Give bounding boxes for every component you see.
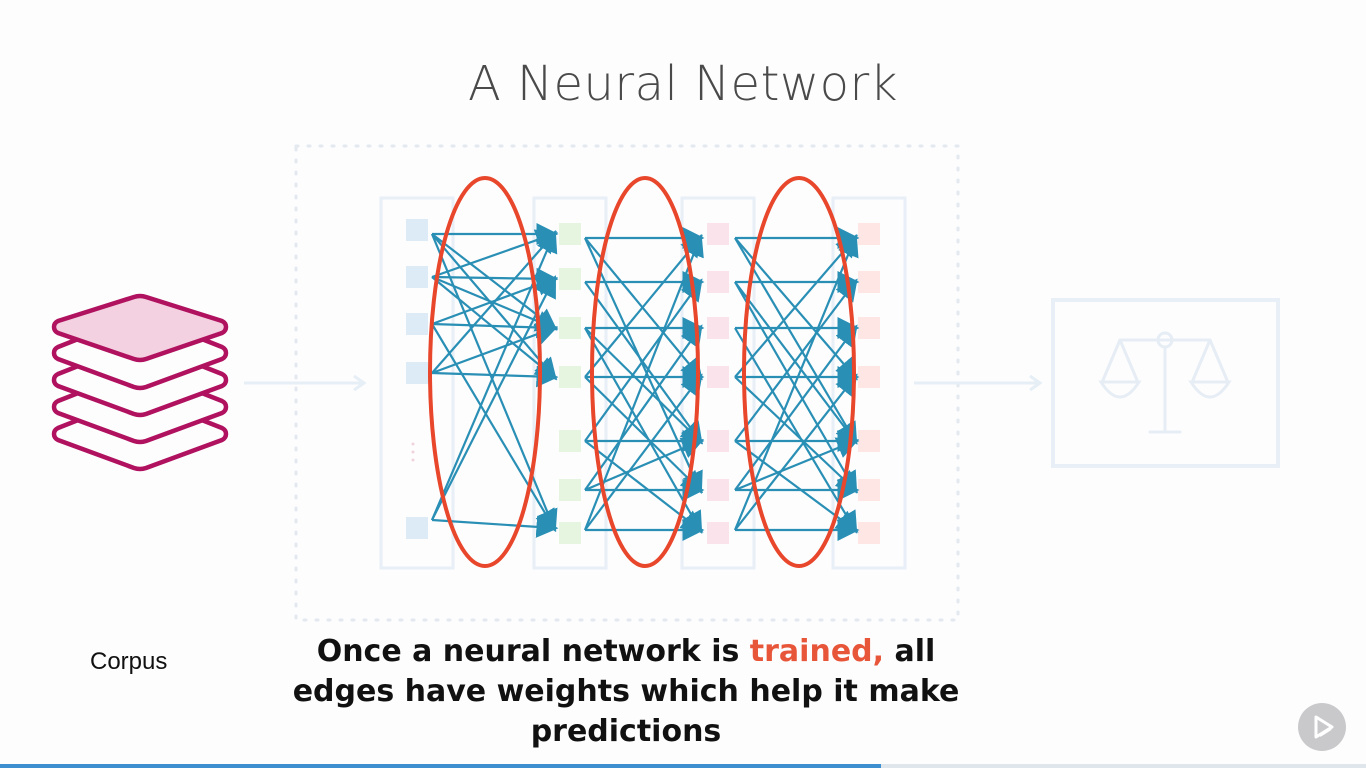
flow-arrow-right bbox=[914, 374, 1043, 392]
edge-1-10 bbox=[431, 316, 559, 339]
edge-1-3 bbox=[431, 233, 557, 381]
node-output-5 bbox=[858, 430, 880, 452]
node-hidden-1-2 bbox=[559, 268, 581, 290]
caption: Once a neural network is trained, all ed… bbox=[266, 632, 986, 752]
edge-3-8 bbox=[734, 234, 858, 378]
edge-group-ellipse-2 bbox=[590, 176, 700, 568]
node-output-1 bbox=[858, 223, 880, 245]
edge-2-11 bbox=[584, 278, 703, 442]
node-input-4 bbox=[406, 362, 428, 384]
edge-1-4 bbox=[430, 233, 558, 533]
edge-2-8 bbox=[584, 234, 703, 378]
edge-3-3 bbox=[734, 237, 858, 445]
flow-arrow-left bbox=[244, 374, 367, 392]
node-hidden-1-6 bbox=[559, 479, 581, 501]
node-input-2 bbox=[406, 266, 428, 288]
node-output-6 bbox=[858, 479, 880, 501]
node-input-3 bbox=[406, 313, 428, 335]
edge-2-14 bbox=[584, 324, 703, 491]
node-hidden-2-4 bbox=[707, 366, 729, 388]
video-progress-fill bbox=[0, 764, 882, 768]
node-output-2 bbox=[858, 271, 880, 293]
node-hidden-2-5 bbox=[707, 430, 729, 452]
node-output-4 bbox=[858, 366, 880, 388]
output-frame bbox=[1051, 298, 1280, 468]
edge-3-7 bbox=[734, 327, 858, 534]
edge-group-ellipse-3 bbox=[742, 176, 856, 568]
edge-2-7 bbox=[584, 327, 703, 534]
edge-1-11 bbox=[431, 323, 557, 532]
corpus-label: Corpus bbox=[90, 648, 168, 675]
node-output-3 bbox=[858, 317, 880, 339]
edge-2-19 bbox=[584, 327, 704, 445]
node-hidden-2-6 bbox=[707, 479, 729, 501]
edge-1-5 bbox=[431, 229, 559, 279]
edge-3-19 bbox=[734, 281, 858, 494]
edge-3-14 bbox=[734, 324, 858, 491]
layer-frame-input bbox=[379, 196, 455, 570]
slide-title: A Neural Network bbox=[467, 56, 899, 112]
node-hidden-2-1 bbox=[707, 223, 729, 245]
layer-frame-hidden-1 bbox=[532, 196, 608, 570]
caption-text-before: Once a neural network is bbox=[316, 634, 750, 669]
ellipsis-dots bbox=[411, 442, 415, 462]
node-hidden-1-7 bbox=[559, 522, 581, 544]
edge-1-16 bbox=[431, 275, 556, 521]
edge-3-10 bbox=[734, 376, 859, 494]
edge-2-17 bbox=[584, 373, 703, 531]
edge-3-11 bbox=[734, 278, 858, 442]
edge-2-10 bbox=[584, 376, 704, 494]
video-progress-bar[interactable] bbox=[0, 764, 1366, 768]
layer-frame-output bbox=[831, 196, 907, 570]
edge-1-17 bbox=[431, 515, 559, 538]
caption-highlight: trained, bbox=[749, 634, 885, 669]
edge-3-17 bbox=[734, 373, 858, 531]
balance-scale-icon bbox=[1098, 331, 1232, 434]
play-icon bbox=[1314, 715, 1334, 739]
play-button[interactable] bbox=[1298, 703, 1346, 751]
edge-1-13 bbox=[431, 323, 559, 375]
node-input-5 bbox=[406, 517, 428, 539]
edge-1-12 bbox=[431, 230, 557, 374]
node-input-1 bbox=[406, 219, 428, 241]
node-hidden-2-3 bbox=[707, 317, 729, 339]
node-output-7 bbox=[858, 522, 880, 544]
node-hidden-2-7 bbox=[707, 522, 729, 544]
node-hidden-1-1 bbox=[559, 223, 581, 245]
network-edges bbox=[430, 223, 860, 541]
node-hidden-1-3 bbox=[559, 317, 581, 339]
node-hidden-1-5 bbox=[559, 430, 581, 452]
caption-text-after: all edges have weights which help it mak… bbox=[292, 634, 960, 749]
stacked-layers-icon bbox=[51, 293, 229, 472]
network-nodes bbox=[406, 219, 880, 544]
node-hidden-1-4 bbox=[559, 366, 581, 388]
edge-group-ellipse-1 bbox=[428, 176, 542, 568]
node-hidden-2-2 bbox=[707, 271, 729, 293]
